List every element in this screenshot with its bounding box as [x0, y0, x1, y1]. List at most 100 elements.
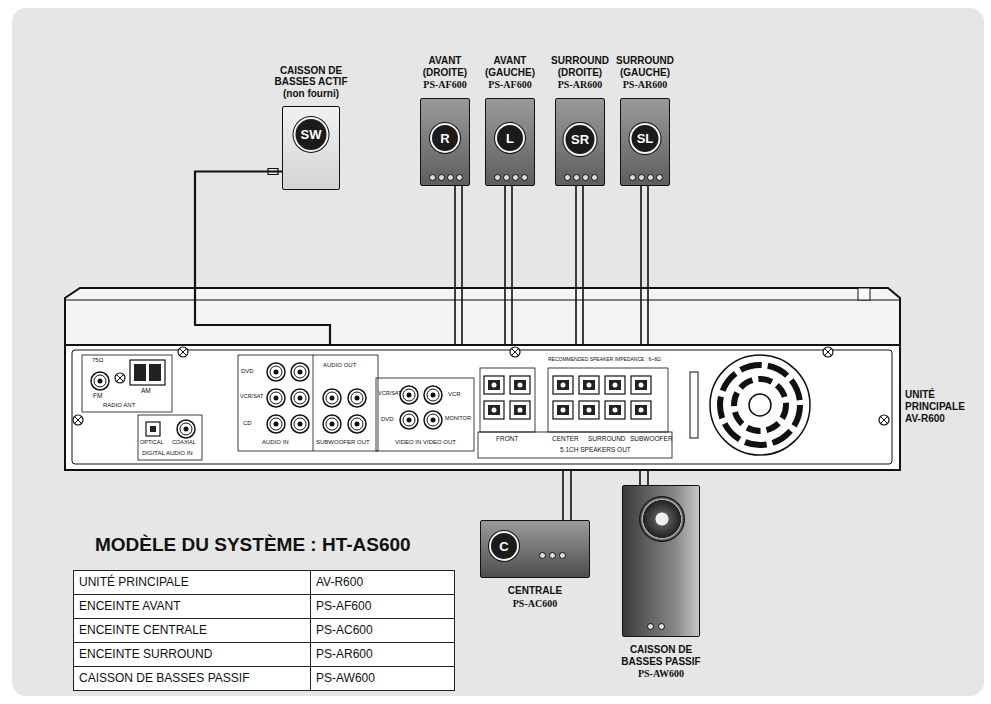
panel-label: VCR — [448, 391, 461, 397]
wire — [575, 186, 577, 345]
speaker-heading: SURROUND (GAUCHE) — [613, 55, 677, 78]
speaker-badge: L — [495, 123, 525, 153]
speaker-badge: C — [489, 531, 519, 561]
speaker-terminal — [573, 174, 580, 181]
speaker-terminal — [521, 174, 528, 181]
wire — [647, 470, 649, 485]
panel-label: VIDEO IN — [395, 439, 421, 445]
table-text: ENCEINTE CENTRALE — [79, 623, 207, 637]
speaker-box: SURROUND (DROITE)PS-AR600SR — [555, 98, 605, 186]
speaker-terminal — [456, 174, 463, 181]
panel-label: COAXIAL — [172, 440, 196, 446]
speaker-heading: CAISSON DE BASSES PASSIF — [611, 644, 711, 667]
wire — [570, 470, 572, 520]
speaker-cable — [505, 186, 512, 345]
table-text: AV-R600 — [316, 575, 363, 589]
table-cell: PS-AF600 — [310, 594, 455, 619]
speaker-badge: SL — [630, 123, 661, 154]
table-text: PS-AR600 — [316, 647, 373, 661]
table-text: PS-AW600 — [316, 671, 375, 685]
panel-label: AUDIO OUT — [323, 362, 356, 368]
badge-letter: SL — [637, 132, 654, 145]
speaker-terminal — [638, 174, 645, 181]
panel-label: FRONT — [496, 436, 518, 443]
speaker-heading: CENTRALE — [490, 585, 580, 597]
panel-label: 75Ω — [92, 357, 103, 363]
model-number: PS-AF600 — [413, 79, 477, 91]
panel-label: RECOMMENDED SPEAKER IMPEDANCE : 6~8Ω — [548, 357, 661, 362]
caption-block: CENTRALEPS-AC600 — [490, 585, 580, 610]
panel-label: RADIO ANT — [103, 402, 135, 408]
wire — [639, 470, 641, 485]
badge-letter: C — [499, 540, 508, 553]
table-cell: UNITÉ PRINCIPALE — [73, 570, 311, 595]
speaker-cable — [455, 186, 462, 345]
speaker-terminal — [658, 623, 665, 630]
model-number: PS-AR600 — [613, 79, 677, 91]
caption-block: SURROUND (GAUCHE)PS-AR600 — [613, 55, 677, 91]
diagram-title: MODÈLE DU SYSTÈME : HT-AS600 — [95, 535, 411, 554]
badge-letter: SW — [301, 128, 322, 141]
speaker-cable — [576, 186, 583, 345]
speaker-cable — [640, 470, 648, 485]
caption-block: AVANT (DROITE)PS-AF600 — [413, 55, 477, 91]
speaker-heading: CAISSON DE BASSES ACTIF (non fourni) — [268, 65, 354, 100]
speaker-badge: SR — [564, 123, 597, 156]
table-text: CAISSON DE BASSES PASSIF — [79, 671, 250, 685]
panel-label: VCR/SAT — [378, 391, 401, 397]
panel-label: AM — [141, 388, 151, 395]
speaker-terminal — [559, 552, 566, 559]
caption-block: CAISSON DE BASSES PASSIFPS-AW600 — [611, 644, 711, 680]
badge-letter: SR — [571, 133, 589, 146]
speaker-terminal — [656, 174, 663, 181]
speaker-terminal — [647, 623, 654, 630]
wire — [647, 186, 649, 345]
speaker-box: AVANT (DROITE)PS-AF600R — [420, 98, 470, 186]
panel-label: CENTER — [552, 436, 579, 443]
table-text: UNITÉ PRINCIPALE — [79, 575, 189, 589]
panel-label: 5.1CH SPEAKERS OUT — [560, 447, 631, 454]
wire — [582, 186, 584, 345]
speaker-terminal — [582, 174, 589, 181]
panel-label: DVD — [241, 368, 254, 374]
panel-label: VIDEO OUT — [423, 439, 456, 445]
speaker-terminal — [438, 174, 445, 181]
speaker-heading: AVANT (GAUCHE) — [478, 55, 542, 78]
panel-label: DIGITAL AUDIO IN — [142, 450, 193, 456]
table-cell: CAISSON DE BASSES PASSIF — [73, 666, 311, 691]
panel-label: AUDIO IN — [262, 439, 289, 445]
wire — [504, 186, 506, 345]
speaker-terminal — [512, 174, 519, 181]
panel-label: MONITOR — [445, 416, 471, 422]
panel-label: FM — [93, 393, 102, 400]
panel-label: CD — [243, 420, 252, 426]
panel-label: OPTICAL — [140, 440, 164, 446]
woofer-cone — [639, 496, 685, 542]
speaker-terminal — [503, 174, 510, 181]
speaker-box: SURROUND (GAUCHE)PS-AR600SL — [620, 98, 670, 186]
table-text: ENCEINTE SURROUND — [79, 647, 212, 661]
model-number: PS-AR600 — [548, 79, 612, 91]
wire — [454, 186, 456, 345]
model-number: PS-AW600 — [611, 668, 711, 680]
caption-block: SURROUND (DROITE)PS-AR600 — [548, 55, 612, 91]
speaker-terminal — [647, 174, 654, 181]
speaker-cable — [563, 470, 571, 520]
panel-label: SURROUND — [588, 436, 626, 443]
speaker-box: AVANT (GAUCHE)PS-AF600L — [485, 98, 535, 186]
badge-letter: R — [440, 132, 449, 145]
speaker-terminal — [539, 552, 546, 559]
table-cell: ENCEINTE SURROUND — [73, 642, 311, 667]
speaker-terminal — [429, 174, 436, 181]
table-text: PS-AC600 — [316, 623, 373, 637]
speaker-terminal — [447, 174, 454, 181]
speaker-cable — [641, 186, 648, 345]
caption-block: AVANT (GAUCHE)PS-AF600 — [478, 55, 542, 91]
speaker-badge: R — [430, 123, 460, 153]
speaker-heading: SURROUND (DROITE) — [548, 55, 612, 78]
speaker-cable — [195, 169, 330, 345]
center-speaker: CCENTRALEPS-AC600 — [480, 520, 590, 578]
speaker-terminal — [564, 174, 571, 181]
